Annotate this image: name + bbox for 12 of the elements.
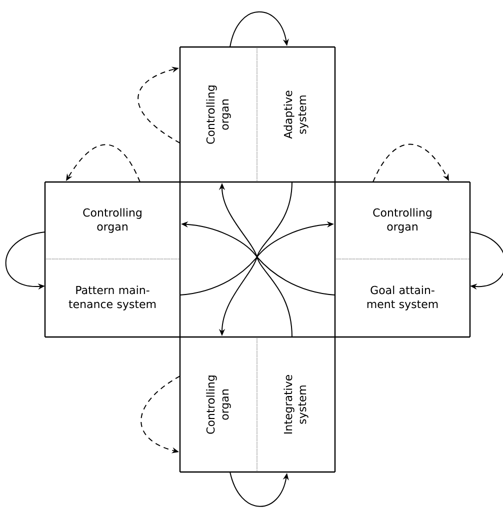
system-box: Controlling organ (179, 46, 258, 183)
dashed-arrow (66, 144, 140, 182)
system-box: Controlling organ (44, 181, 181, 260)
system-box: Goal attain-ment system (334, 258, 471, 338)
arrow (230, 11, 289, 48)
dashed-arrow (372, 144, 449, 182)
system-box: Integrative system (256, 336, 336, 473)
dashed-arrow (138, 66, 180, 144)
system-box: Pattern main-tenance system (44, 258, 181, 338)
system-box: Controlling organ (179, 336, 258, 473)
arrow (470, 232, 503, 290)
system-box: Controlling organ (334, 181, 471, 260)
